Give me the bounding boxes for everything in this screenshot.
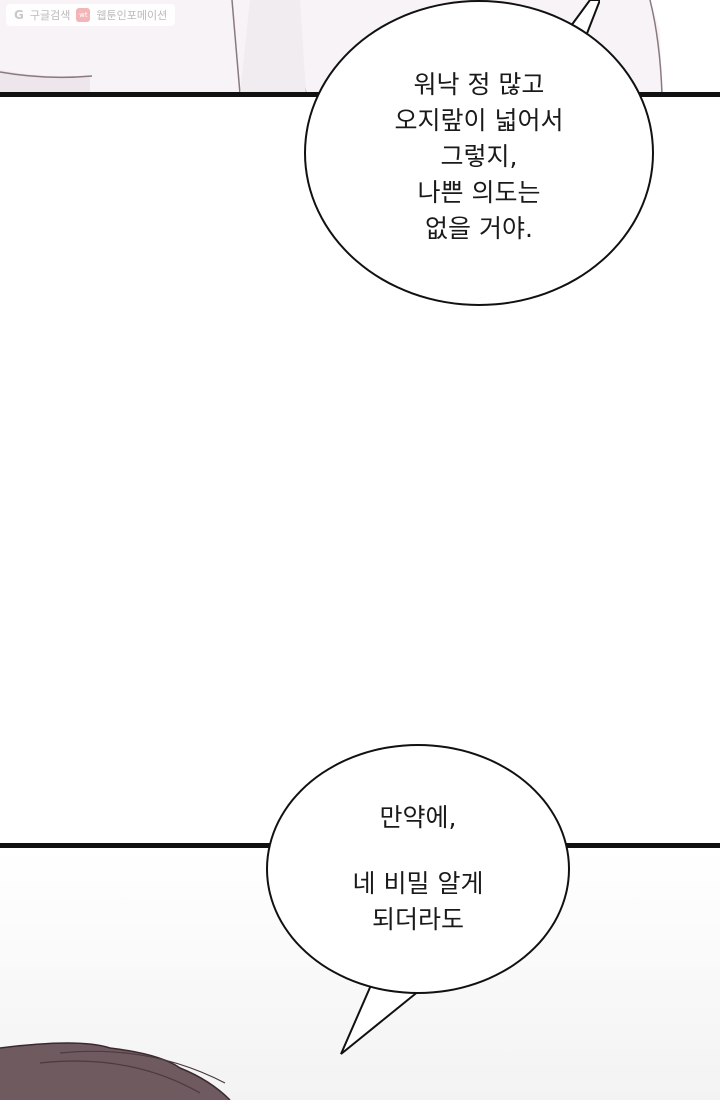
bubble-2-line-1: 만약에, bbox=[379, 803, 457, 832]
bubble-1-line-5: 없을 거야. bbox=[425, 214, 533, 243]
bubble-2-line-3: 되더라도 bbox=[371, 905, 464, 934]
top-panel-art bbox=[0, 0, 720, 94]
bubble-1-line-3: 그렇지, bbox=[440, 142, 518, 171]
bubble-2-line-2: 네 비밀 알게 bbox=[352, 869, 484, 898]
google-icon: G bbox=[14, 8, 24, 22]
bubble-1-text: 워낙 정 많고 오지랖이 넓어서 그렇지, 나쁜 의도는 없을 거야. bbox=[395, 67, 564, 247]
speech-bubble-2: 만약에, 네 비밀 알게 되더라도 bbox=[266, 744, 570, 994]
webtoon-info-icon: wt bbox=[76, 8, 91, 22]
bubble-2-text: 만약에, 네 비밀 알게 되더라도 bbox=[353, 800, 484, 938]
bubble-1-line-4: 나쁜 의도는 bbox=[417, 178, 541, 207]
bubble-1-line-1: 워낙 정 많고 bbox=[413, 70, 545, 99]
bubble-1-line-2: 오지랖이 넓어서 bbox=[394, 106, 564, 135]
bottom-panel-art bbox=[0, 1042, 231, 1100]
watermark-site-label: 웹툰인포메이션 bbox=[96, 9, 168, 22]
watermark-google-label: 구글검색 bbox=[29, 9, 71, 22]
watermark: G 구글검색 wt 웹툰인포메이션 bbox=[6, 4, 176, 26]
speech-bubble-1: 워낙 정 많고 오지랖이 넓어서 그렇지, 나쁜 의도는 없을 거야. bbox=[304, 0, 654, 306]
